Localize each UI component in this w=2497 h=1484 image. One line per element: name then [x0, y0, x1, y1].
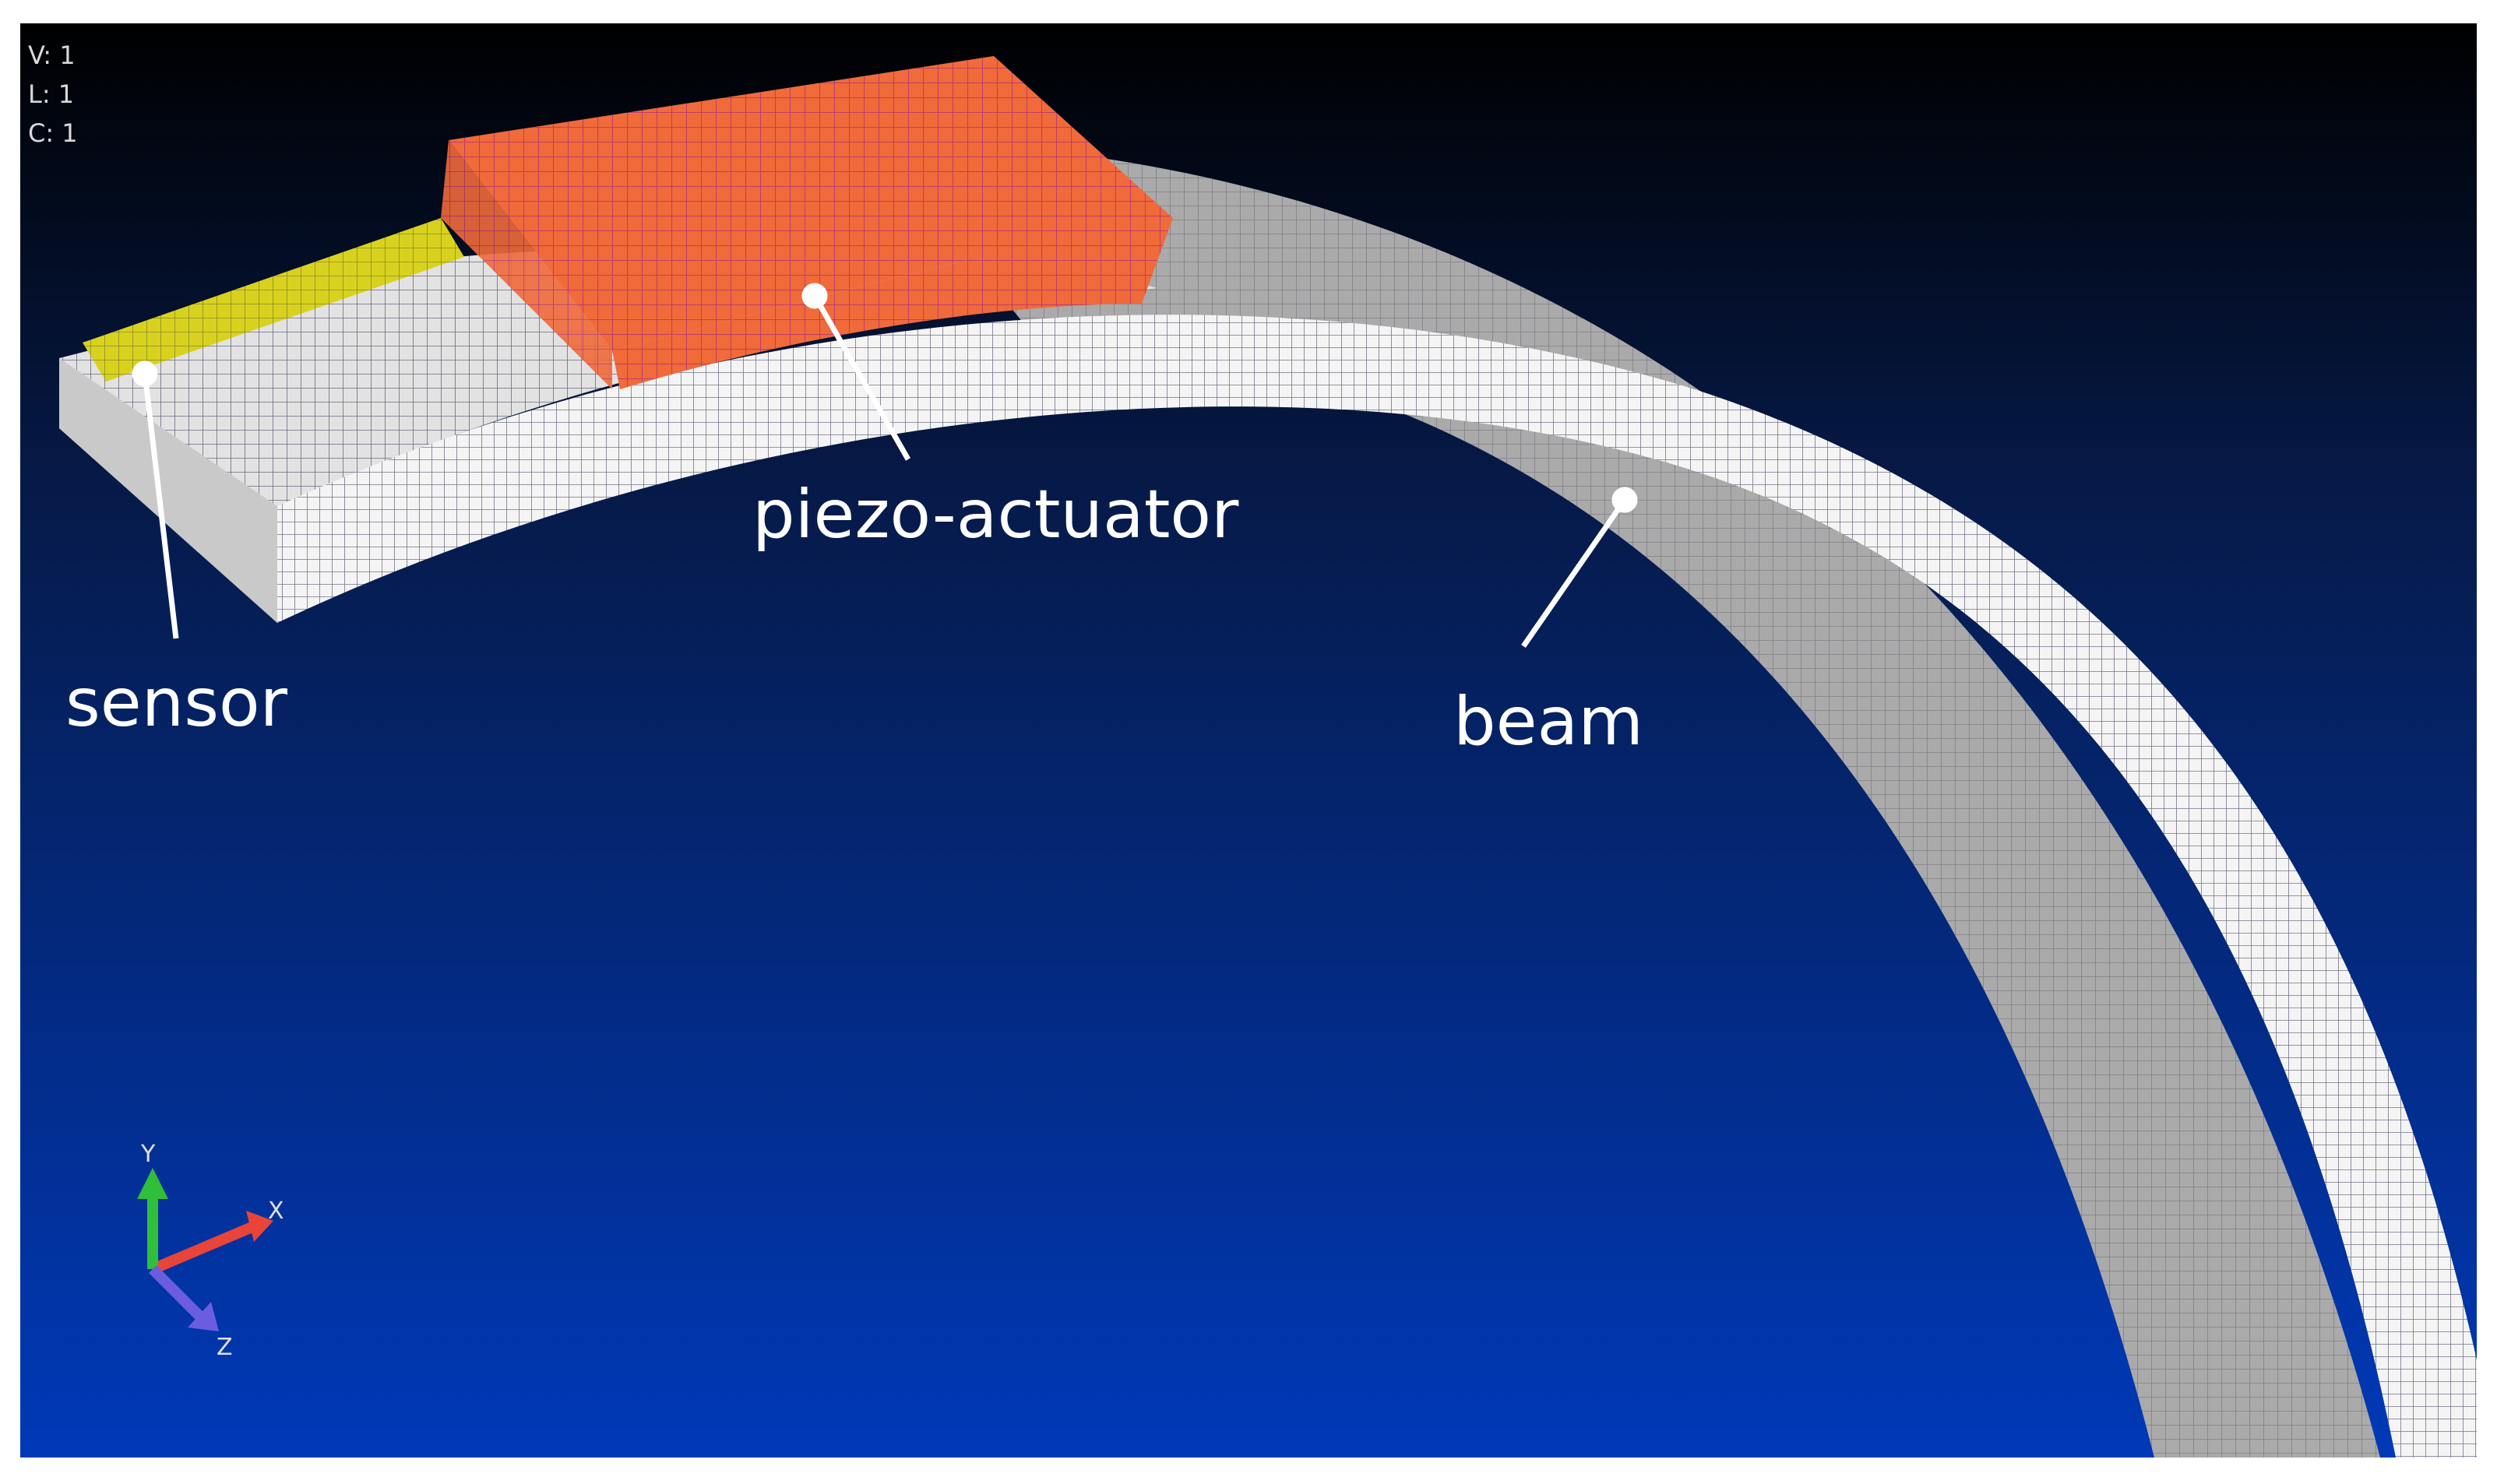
z-axis-arrow: [149, 1265, 203, 1320]
leader-lines: [132, 283, 1638, 648]
viewport-counters: V: 1 L: 1 C: 1: [28, 36, 78, 153]
piezo-actuator-front: [449, 140, 1173, 389]
piezo-actuator-top: [449, 56, 1173, 350]
fem-model-scene: X Y Z: [20, 23, 2477, 1458]
sensor-leader-dot: [132, 360, 158, 387]
z-axis-label: Z: [217, 1334, 233, 1361]
sensor-label: sensor: [65, 664, 288, 742]
counter-c: C: 1: [28, 118, 78, 148]
x-axis-arrow: [150, 1221, 256, 1275]
beam-label: beam: [1453, 683, 1643, 761]
y-axis-label: Y: [140, 1141, 156, 1168]
counter-v: V: 1: [28, 40, 76, 70]
beam-end-face: [59, 358, 277, 623]
piezo-leader-dot: [801, 283, 828, 309]
piezo-actuator-label: piezo-actuator: [752, 476, 1239, 554]
sensor-strip: [83, 218, 464, 382]
axis-triad: X Y Z: [137, 1141, 284, 1361]
fem-viewport[interactable]: X Y Z V: 1 L: 1 C: 1 piezo-actuator sens…: [20, 23, 2477, 1458]
x-axis-label: X: [268, 1197, 284, 1225]
counter-l: L: 1: [28, 79, 75, 109]
beam-leader-dot: [1611, 487, 1638, 513]
